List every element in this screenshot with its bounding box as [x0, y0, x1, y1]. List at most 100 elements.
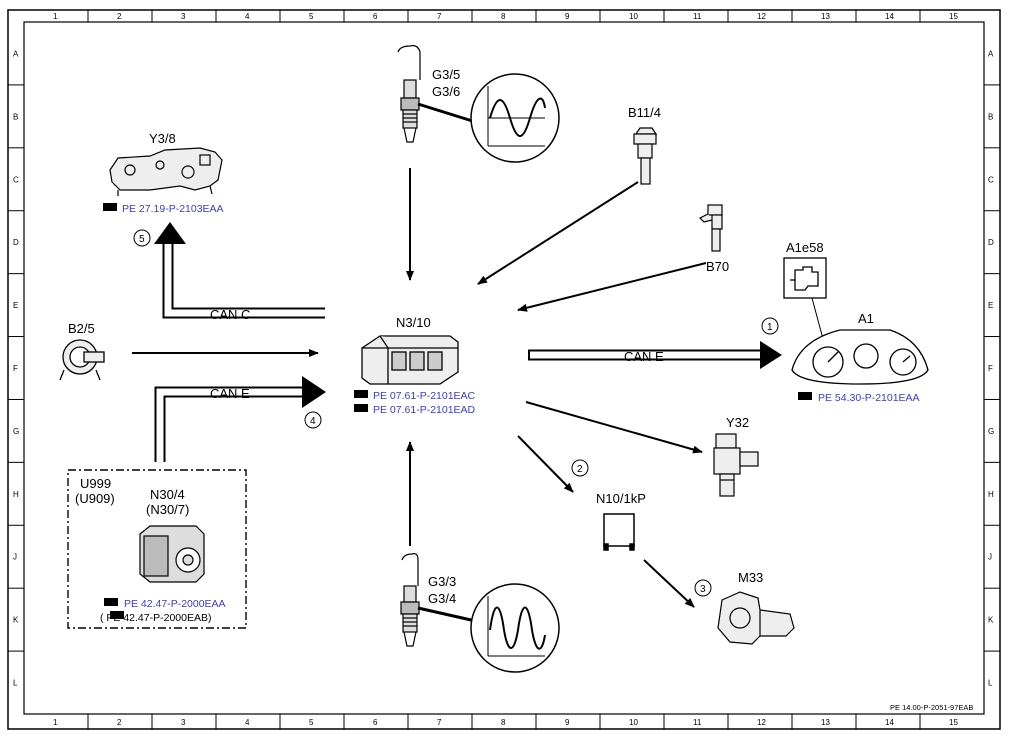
ref-link-n304-a[interactable]: PE 42.47-P-2000EAA [124, 598, 226, 610]
grid-col-label-top: 11 [693, 12, 702, 21]
esp-control-unit-n304-icon [139, 525, 205, 583]
grid-row-label-left: C [13, 175, 19, 184]
grid-col-label-bottom: 14 [885, 718, 894, 727]
label-b25: B2/5 [68, 321, 95, 336]
grid-row-label-right: H [988, 490, 994, 499]
grid-row-label-left: B [13, 112, 18, 121]
label-g34: G3/4 [428, 591, 456, 606]
arrow-n310-to-n101kp [517, 435, 574, 493]
relay-n101kp-icon [603, 513, 635, 551]
marker-3-label: 3 [700, 584, 706, 595]
grid-row-label-right: J [988, 553, 992, 562]
grid-row-label-left: D [13, 238, 19, 247]
ref-icon-n304-b [110, 611, 124, 619]
grid-row-label-right: C [988, 175, 994, 184]
grid-col-label-top: 7 [437, 12, 442, 21]
ref-icon-n304-a [104, 598, 118, 606]
grid-col-label-top: 10 [629, 12, 638, 21]
grid-row-label-left: J [13, 553, 17, 562]
secondary-air-pump-m33-icon [717, 591, 795, 645]
grid-row-label-left: K [13, 616, 19, 625]
footer-code: PE 14.00-P-2051-97EAB [890, 703, 973, 712]
ref-link-a1[interactable]: PE 54.30-P-2101EAA [818, 392, 920, 404]
grid-col-label-bottom: 12 [757, 718, 766, 727]
ref-link-n310-b[interactable]: PE 07.61-P-2101EAD [373, 404, 476, 416]
label-n101kp: N10/1kP [596, 491, 646, 506]
ref-link-n310-a[interactable]: PE 07.61-P-2101EAC [373, 390, 476, 402]
grid-col-label-top: 2 [117, 12, 122, 21]
label-g35: G3/5 [432, 67, 460, 82]
inner-frame [23, 21, 985, 715]
label-b114: B11/4 [628, 105, 661, 120]
label-n310: N3/10 [396, 315, 431, 330]
grid-row-label-right: G [988, 427, 994, 436]
can-e-left-bus-arrow [154, 376, 326, 462]
grid-col-label-bottom: 7 [437, 718, 442, 727]
label-g33: G3/3 [428, 574, 456, 589]
grid-col-label-bottom: 6 [373, 718, 378, 727]
grid-column-labels: 1122334455667788991010111112121313141415… [53, 12, 958, 727]
valve-y32-icon [713, 433, 759, 497]
grid-row-label-left: G [13, 427, 19, 436]
can-e-left-label: CAN E [210, 386, 250, 401]
signal-scope-g35-icon [470, 73, 560, 163]
ref-link-n304-b[interactable]: ( PE 42.47-P-2000EAB) [100, 612, 211, 624]
arrow-b114-to-n310 [477, 181, 639, 285]
marker-1-label: 1 [767, 322, 773, 333]
check-engine-lamp-a1e58-icon [783, 257, 827, 299]
ref-icon-n310-a [354, 390, 368, 398]
grid-row-label-right: K [988, 616, 994, 625]
ref-link-y38[interactable]: PE 27.19-P-2103EAA [122, 203, 224, 215]
grid-col-label-bottom: 5 [309, 718, 314, 727]
grid-col-label-top: 5 [309, 12, 314, 21]
grid-row-label-right: B [988, 112, 993, 121]
callout-line-g33 [417, 606, 481, 624]
grid-col-label-top: 13 [821, 12, 830, 21]
grid-col-label-bottom: 3 [181, 718, 186, 727]
signal-scope-g33-icon [470, 583, 560, 673]
grid-col-label-top: 8 [501, 12, 506, 21]
grid-col-label-bottom: 11 [693, 718, 702, 727]
grid-row-label-left: H [13, 490, 19, 499]
hot-film-maf-b25-icon [59, 339, 105, 381]
grid-ticks [8, 10, 1000, 729]
grid-col-label-top: 4 [245, 12, 250, 21]
grid-row-label-right: L [988, 679, 993, 688]
grid-row-label-left: F [13, 364, 18, 373]
grid-row-label-right: E [988, 301, 993, 310]
label-u999: U999 [80, 476, 111, 491]
marker-4 [304, 411, 322, 429]
marker-5 [133, 229, 151, 247]
grid-col-label-top: 6 [373, 12, 378, 21]
grid-row-label-left: A [13, 49, 19, 58]
marker-5-label: 5 [139, 234, 145, 245]
engine-control-unit-n310-icon [361, 335, 459, 385]
grid-col-label-top: 12 [757, 12, 766, 21]
grid-col-label-top: 14 [885, 12, 894, 21]
grid-col-label-bottom: 2 [117, 718, 122, 727]
can-e-right-label: CAN E [624, 349, 664, 364]
grid-row-label-right: D [988, 238, 994, 247]
grid-col-label-bottom: 13 [821, 718, 830, 727]
grid-row-label-right: A [988, 49, 994, 58]
label-m33: M33 [738, 570, 763, 585]
ref-icon-n310-b [354, 404, 368, 412]
marker-4-label: 4 [310, 416, 316, 427]
grid-col-label-bottom: 1 [53, 718, 58, 727]
marker-2-label: 2 [577, 464, 583, 475]
ref-icon-y38 [103, 203, 117, 211]
grid-col-label-bottom: 8 [501, 718, 506, 727]
label-y38: Y3/8 [149, 131, 176, 146]
marker-2 [571, 459, 589, 477]
grid-col-label-bottom: 4 [245, 718, 250, 727]
label-b70: B70 [706, 259, 729, 274]
u999-group-box [67, 469, 247, 629]
arrow-n101kp-to-m33 [643, 559, 695, 608]
can-c-bus [158, 222, 325, 311]
grid-row-label-right: F [988, 364, 993, 373]
can-e-right-bus-arrow [528, 341, 782, 369]
label-g36: G3/6 [432, 84, 460, 99]
label-a1e58: A1e58 [786, 240, 824, 255]
grid-col-label-bottom: 15 [949, 718, 958, 727]
